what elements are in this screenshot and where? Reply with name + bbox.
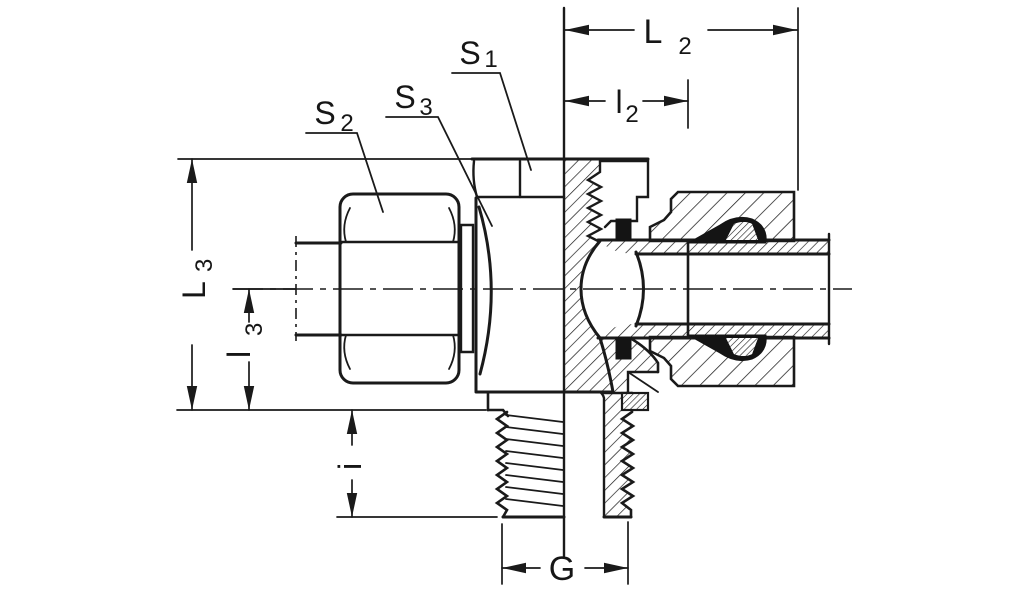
dimension-i: i: [332, 409, 498, 518]
stud-inner-wall: [598, 390, 606, 519]
S1-label-sub: 1: [484, 46, 497, 73]
S1-leader: [451, 72, 532, 171]
seals-and-rings: [615, 217, 767, 412]
washer-ring: [459, 223, 475, 354]
channel-wall-curve: [579, 239, 602, 340]
thread-helix-line: [505, 486, 564, 495]
arrow-icon: [186, 386, 198, 410]
cutting-ring-bottom-hatch-lines: [726, 338, 758, 356]
bore-wall-bottom-hatch: [598, 324, 687, 338]
thread-crest-zigzag: [494, 410, 510, 519]
channel-wall-lower-curve: [598, 336, 615, 394]
nut-s2-chamfer-arc: [343, 334, 351, 370]
arrow-icon: [565, 95, 589, 107]
dimension-l3: l 3: [221, 288, 297, 411]
S3-label-sub: 3: [419, 94, 432, 121]
dimension-l2: l 2: [564, 79, 689, 129]
thread-helix-line: [505, 414, 564, 423]
l2-label-sub: 2: [625, 101, 638, 128]
L2-label: L: [644, 13, 663, 51]
washer-outline: [459, 223, 475, 354]
nut-s2-chamfer-arc: [448, 207, 456, 243]
captive-seal: [620, 391, 650, 412]
S2-label-sub: 2: [340, 110, 353, 137]
S2-leader: [305, 132, 384, 213]
right-nut-section: [648, 190, 796, 388]
arrow-icon: [346, 493, 358, 517]
ball-lower-surface-arc: [628, 336, 660, 374]
callout-S1: S 1: [451, 35, 532, 171]
seal-ring-top: [615, 218, 632, 242]
arrow-icon: [346, 410, 358, 434]
arrow-icon: [186, 159, 198, 183]
arrow-icon: [502, 562, 526, 574]
bore-wall-top-hatch: [598, 240, 687, 254]
arrow-icon: [243, 289, 255, 313]
arrow-icon: [243, 386, 255, 410]
stud-thread-zigzag-section: [619, 391, 636, 519]
thread-helix-line: [505, 426, 564, 435]
arrow-icon: [773, 24, 797, 36]
l3-label: l: [221, 351, 257, 358]
male-stud-thread-outside: [494, 410, 566, 519]
dimension-L2: L 2: [564, 7, 799, 191]
centerlines: [233, 6, 852, 558]
i-label: i: [332, 463, 368, 470]
seal-ring-bottom: [615, 336, 632, 360]
nut-s1-top-outline: [648, 190, 796, 243]
dimension-L3: L 3: [176, 158, 487, 411]
body-lower-wedge-hatch: [564, 338, 613, 392]
thread-helix-line: [505, 438, 564, 447]
thread-helix-line: [505, 462, 564, 471]
nut-s1-bottom-outline: [648, 335, 796, 388]
callout-S3: S 3: [385, 79, 493, 227]
arrow-icon: [664, 95, 688, 107]
l3-label-sub: 3: [241, 323, 268, 336]
body-hex-section-hatch: [564, 160, 601, 241]
ball-lower-hatch: [600, 338, 658, 392]
callout-S2: S 2: [305, 95, 384, 213]
S2-label: S: [314, 95, 335, 131]
L3-label-sub: 3: [191, 259, 218, 272]
nut-s2-chamfer-arc: [448, 334, 456, 370]
body-ball-dome-arc: [477, 205, 493, 376]
L2-label-sub: 2: [678, 33, 691, 60]
arrow-icon: [604, 562, 628, 574]
dimension-G: G: [501, 521, 629, 588]
thread-helix-line: [505, 498, 564, 507]
G-label: G: [549, 550, 575, 588]
l2-label: l: [615, 84, 622, 120]
cutting-ring-top-hatch-lines: [726, 222, 758, 240]
S3-label: S: [394, 79, 415, 115]
thread-helix-line: [505, 450, 564, 459]
body-channel-wall-hatch: [564, 241, 600, 338]
arrow-icon: [565, 24, 589, 36]
thread-helix-line: [505, 474, 564, 483]
L3-label: L: [176, 281, 212, 299]
body-thread-zigzag: [585, 159, 604, 243]
S1-label: S: [459, 35, 480, 71]
nut-step-piece: [598, 159, 650, 229]
nut-s2-chamfer-arc: [343, 207, 351, 243]
seal-step-diagonal: [627, 371, 659, 393]
S3-leader: [385, 116, 493, 227]
